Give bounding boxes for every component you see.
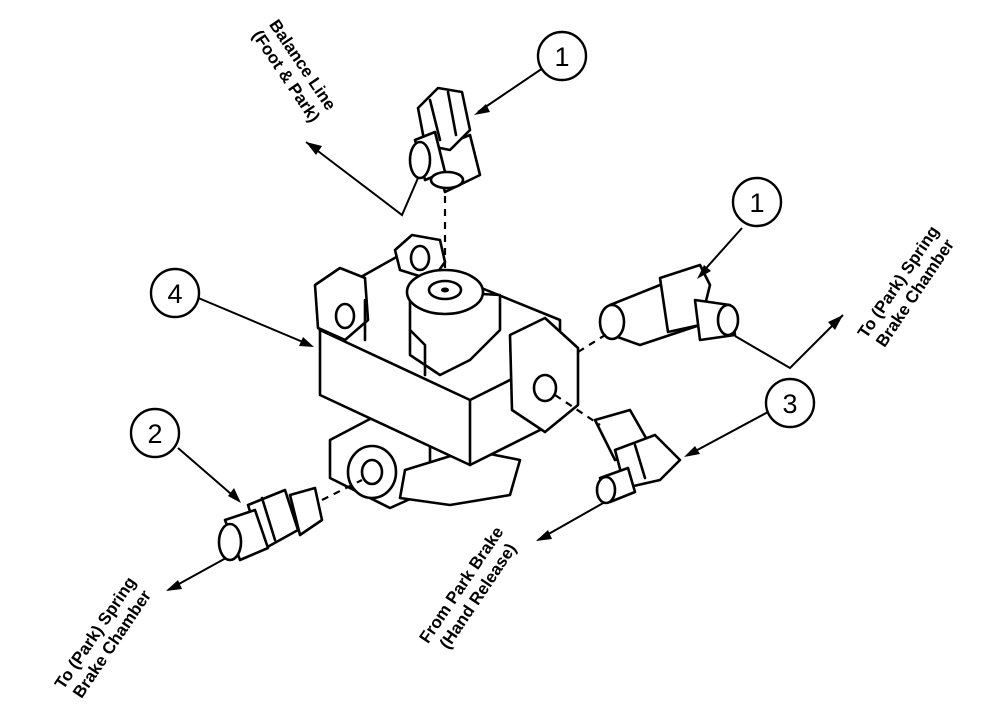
callout-2-number: 2 [147, 419, 162, 449]
label-balance-line: Balance Line (Foot & Park) [248, 16, 339, 126]
centerlines [321, 196, 611, 501]
left-straight-fitting [217, 486, 324, 562]
callout-1-right: 1 [731, 176, 783, 228]
callout-4: 4 [149, 267, 201, 319]
flow-arrows [166, 141, 844, 591]
callout-1-top: 1 [536, 30, 588, 82]
top-elbow-fitting [408, 86, 482, 194]
right-elbow-fitting [598, 263, 740, 347]
callout-1-right-number: 1 [749, 188, 764, 218]
callout-3: 3 [764, 377, 816, 429]
callout-1-top-number: 1 [554, 42, 569, 72]
callout-4-number: 4 [167, 279, 182, 309]
lower-right-elbow-fitting [593, 408, 682, 505]
callout-2: 2 [129, 407, 181, 459]
callout-3-number: 3 [782, 389, 797, 419]
valve-body [313, 233, 580, 510]
callout-leaders [177, 67, 769, 503]
label-to-spring-right: To (Park) Spring Brake Chamber [854, 222, 958, 350]
label-to-spring-left: To (Park) Spring Brake Chamber [51, 573, 155, 701]
label-from-park-brake: From Park Brake (Hand Release) [416, 523, 521, 652]
